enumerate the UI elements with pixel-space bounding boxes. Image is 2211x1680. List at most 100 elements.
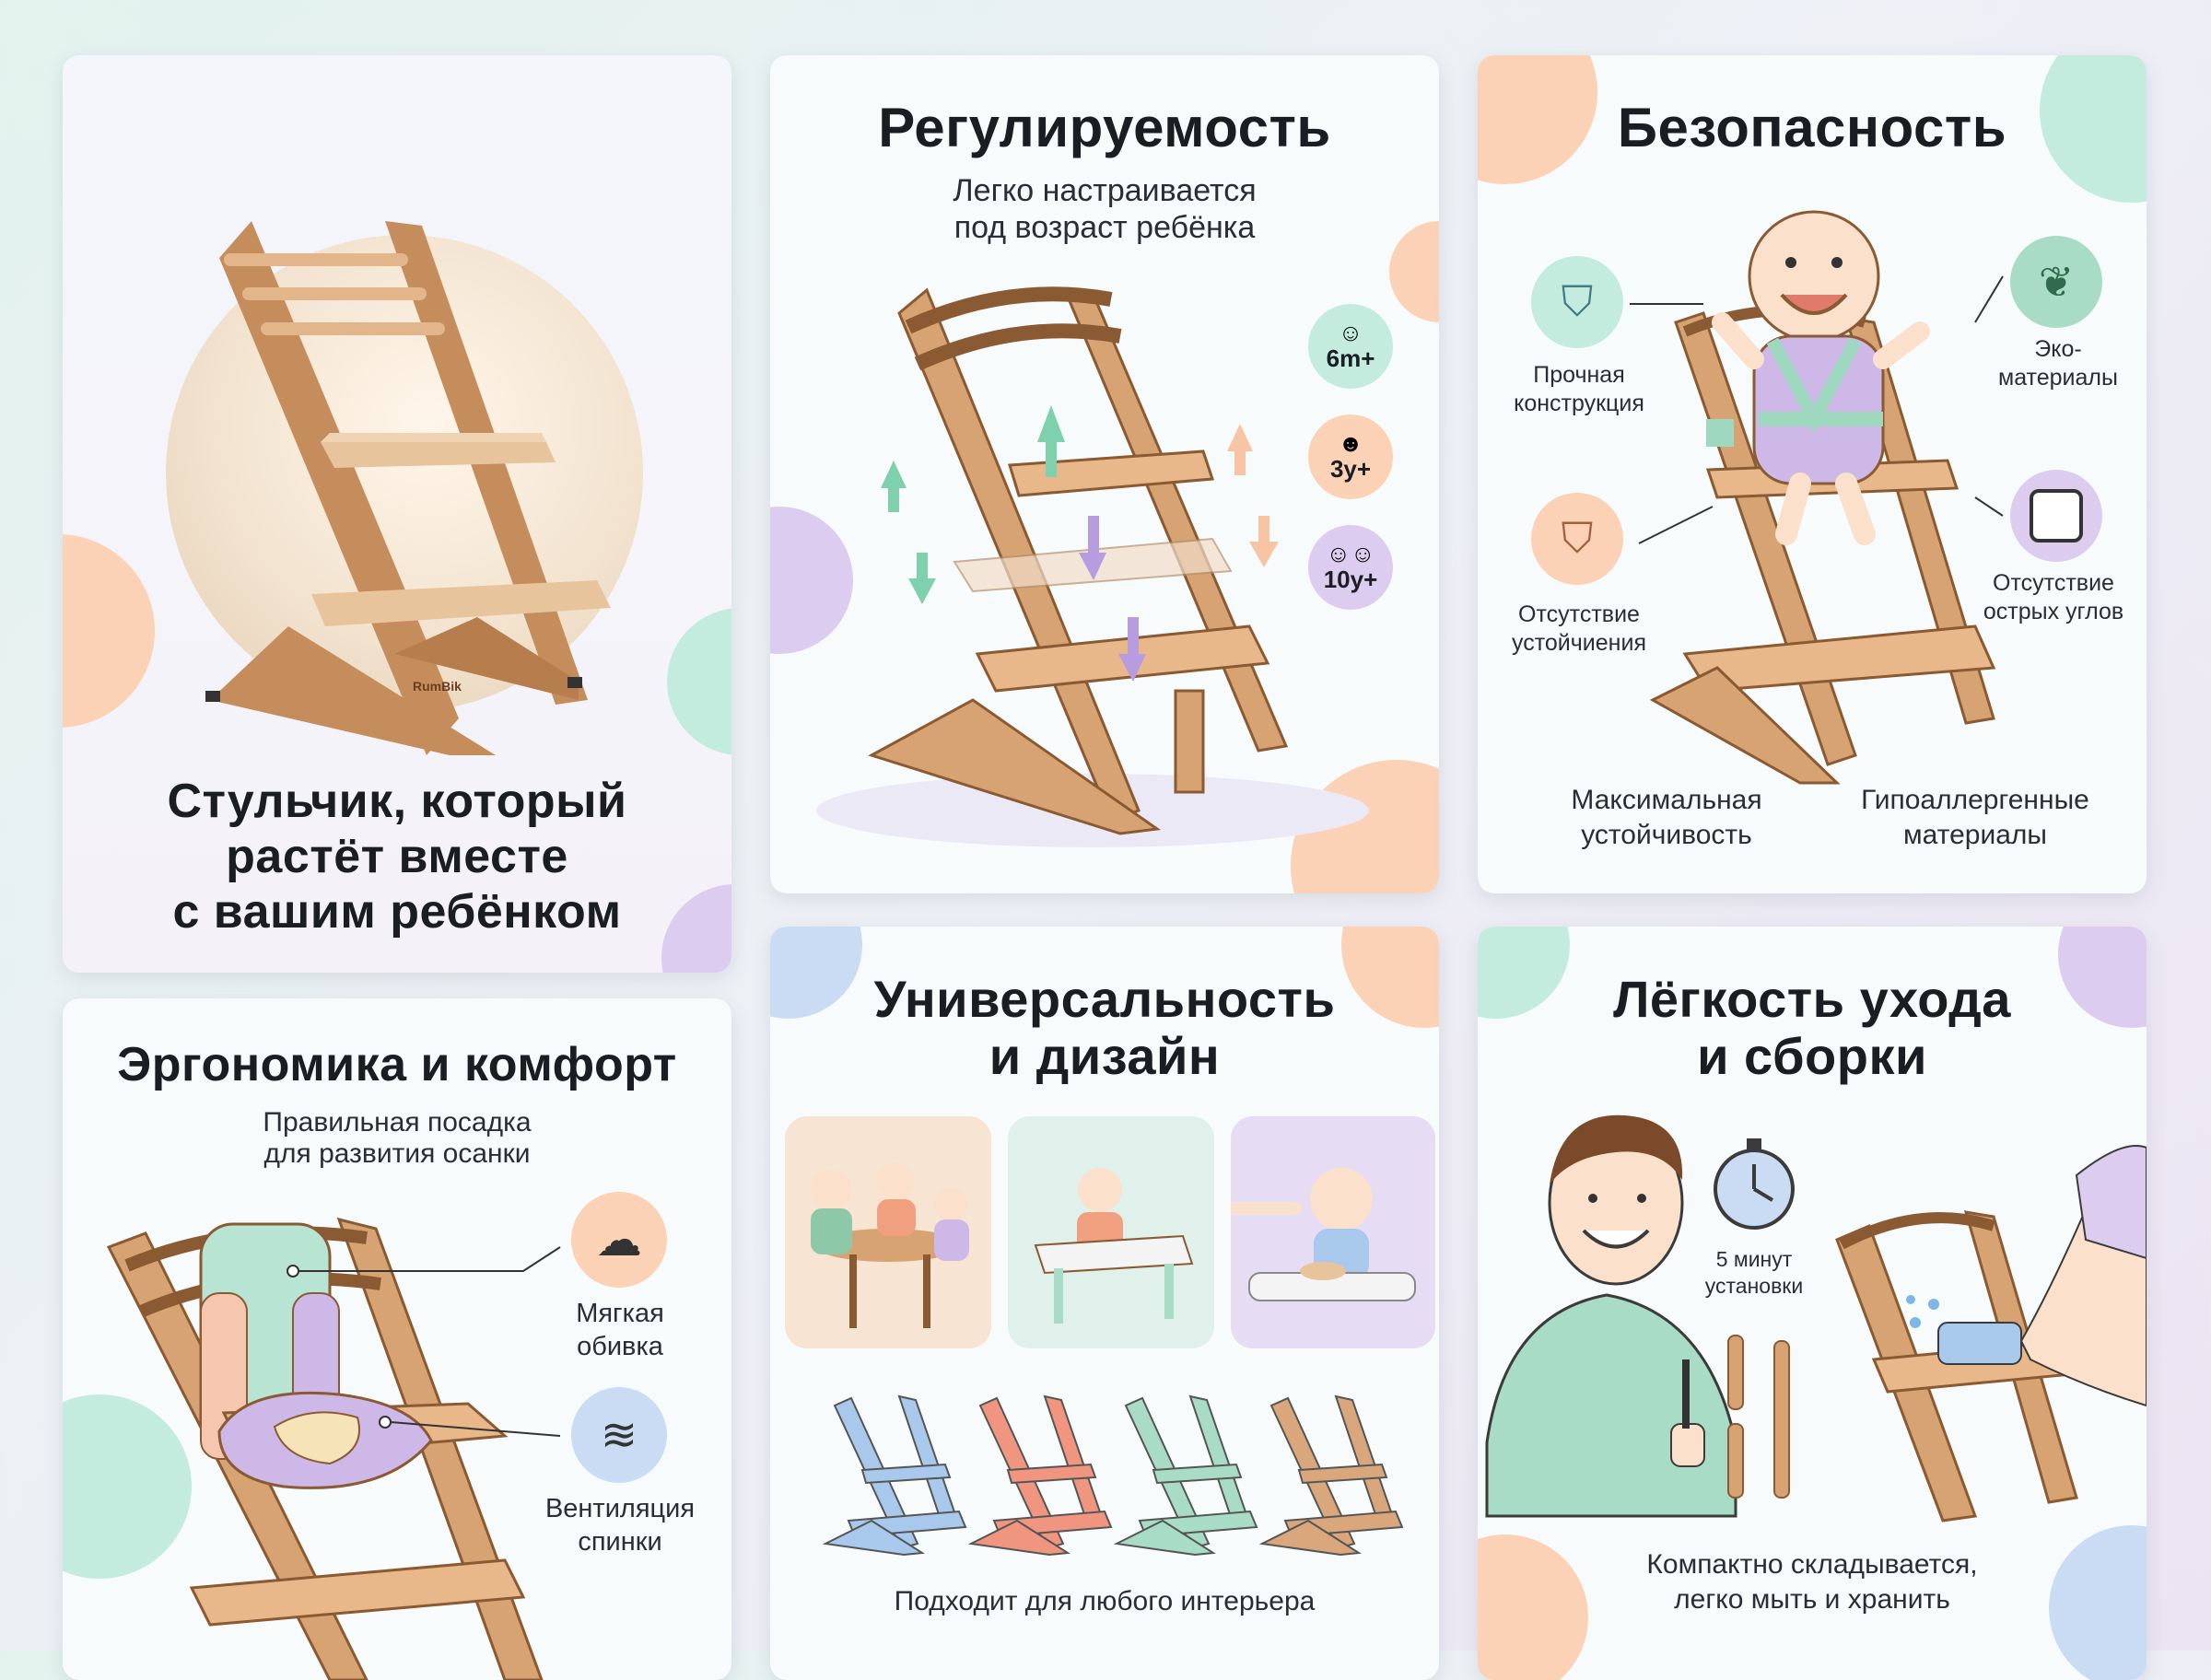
chair-part	[897, 1394, 961, 1530]
feature-badge-ventilation: ≋	[571, 1387, 667, 1483]
card6-title-line1: Лёгкость ухода	[1613, 970, 2011, 1028]
feature-label-sturdy: Прочная конструкция	[1496, 361, 1662, 419]
feature-label-eco-line1: Эко-	[2034, 336, 2082, 362]
card1-title-line1: Стульчик, который	[167, 775, 627, 828]
age-label-10y: 10y+	[1323, 565, 1378, 593]
wooden-chair-illustration: RumBik	[205, 221, 611, 755]
card6-title-line2: и сборки	[1697, 1027, 1927, 1085]
card4-title: Эргономика и комфорт	[117, 1038, 677, 1091]
feature-label-soft-line1: Мягкая	[576, 1299, 664, 1328]
feature-label-soft-line2: обивка	[577, 1332, 663, 1362]
card-adjustability: Регулируемость Легко настраивается под в…	[770, 55, 1439, 893]
feature-label-eco-line2: материалы	[1998, 365, 2118, 391]
feature-label-sturdy-line1: Прочная	[1533, 362, 1625, 388]
card2-subtitle-line2: под возраст ребёнка	[953, 210, 1256, 245]
card1-title-line3: с вашим ребёнком	[172, 885, 622, 939]
card-easy-care: Лёгкость ухода и сборки 5 минут установк…	[1478, 927, 2147, 1680]
chair-part	[1043, 1394, 1106, 1530]
chair-part	[967, 1519, 1070, 1557]
shield-check-icon: ⛉	[1561, 514, 1594, 562]
feature-label-corners: Отсутствие острых углов	[1957, 569, 2147, 627]
scene-child-drawing	[1008, 1116, 1214, 1348]
bottom-label-hypo-line1: Гипоаллергенные	[1861, 785, 2089, 815]
color-variant-chair	[1113, 1394, 1258, 1557]
card5-caption: Подходит для любого интерьера	[894, 1586, 1316, 1616]
baby-icon: ☺	[1338, 318, 1363, 346]
card6-caption-line2: легко мыть и хранить	[1674, 1583, 1950, 1615]
age-badge-3y: ☻ 3y+	[1308, 414, 1393, 499]
rounded-corner-icon	[2030, 489, 2083, 542]
shield-check-icon: ⛉	[1561, 277, 1594, 325]
child-icon: ☻	[1338, 428, 1363, 457]
feature-label-vent-line1: Вентиляция	[544, 1494, 696, 1523]
feature-badge-stability: ⛉	[1531, 493, 1623, 585]
card6-caption: Компактно складывается, легко мыть и хра…	[1478, 1547, 2147, 1616]
brand-label: RumBik	[413, 679, 462, 694]
child-drawing-illustration	[1034, 1168, 1194, 1324]
chair-part	[822, 1519, 925, 1557]
chair-part	[1258, 1519, 1362, 1557]
leaf-icon: ❦	[2038, 258, 2075, 306]
feature-label-soft: Мягкая обивка	[542, 1297, 698, 1364]
timer-label-line2: установки	[1704, 1273, 1804, 1298]
card5-title-line1: Универсальность	[873, 970, 1336, 1028]
color-variant-chair	[1258, 1394, 1404, 1557]
bottom-label-hypo-line2: материалы	[1903, 819, 2047, 850]
chair-part	[860, 1463, 952, 1485]
card2-title: Регулируемость	[878, 97, 1331, 158]
feature-label-sturdy-line2: конструкция	[1514, 391, 1644, 417]
card4-subtitle-line2: для развития осанки	[263, 1138, 531, 1169]
bottom-label-stability-line1: Максимальная	[1571, 785, 1762, 815]
adjustable-chair-illustration	[816, 286, 1369, 847]
timer-label: 5 минут установки	[1680, 1246, 1828, 1300]
feature-badge-corners	[2010, 470, 2102, 562]
feature-label-stability: Отсутствие устойчиения	[1496, 601, 1662, 659]
color-variant-chair	[822, 1394, 967, 1557]
feature-label-stability-line1: Отсутствие	[1518, 601, 1640, 627]
card-safety: Безопасность ⛉ Прочная конструкция ❦ Эко…	[1478, 55, 2147, 893]
card-ergonomics: Эргономика и комфорт Правильная посадка …	[63, 998, 731, 1680]
chair-part	[1334, 1394, 1398, 1530]
chair-part	[1006, 1463, 1097, 1485]
chair-part	[1113, 1519, 1216, 1557]
card2-subtitle-line1: Легко настраивается	[953, 173, 1257, 208]
age-badge-6m: ☺ 6m+	[1308, 304, 1393, 389]
card6-caption-line1: Компактно складывается,	[1646, 1549, 1978, 1580]
bottom-label-stability-line2: устойчивость	[1581, 819, 1752, 850]
card4-subtitle-line1: Правильная посадка	[263, 1107, 532, 1138]
color-variant-chair	[967, 1394, 1113, 1557]
feature-label-vent-line2: спинки	[578, 1527, 662, 1558]
age-label-6m: 6m+	[1326, 344, 1375, 372]
cloud-icon: ☁	[596, 1214, 642, 1266]
scene-family-dinner	[785, 1116, 991, 1348]
card-versatility: Универсальность и дизайн Подходит для лю…	[770, 927, 1439, 1680]
age-badge-10y: ☺☺ 10y+	[1308, 525, 1393, 610]
color-variants-chairs	[822, 1394, 1404, 1557]
feature-badge-sturdy: ⛉	[1531, 256, 1623, 348]
feature-label-stability-line2: устойчиения	[1512, 630, 1646, 657]
cushioned-chair-illustration	[106, 1217, 561, 1680]
safety-chair-illustration	[1630, 210, 2004, 785]
chair-part	[1297, 1463, 1388, 1485]
scene-baby-feeding	[1231, 1116, 1435, 1348]
chair-part	[1152, 1463, 1243, 1485]
baby-feeding-illustration	[1231, 1168, 1416, 1301]
family-dinner-illustration	[811, 1162, 969, 1328]
card5-title-line2: и дизайн	[989, 1027, 1221, 1085]
assembly-illustration	[1485, 1114, 2147, 1522]
feature-badge-soft: ☁	[571, 1192, 667, 1288]
feature-label-corners-line2: острых углов	[1983, 599, 2124, 625]
wind-icon: ≋	[600, 1411, 638, 1460]
card-growing-chair: RumBik Стульчик, который растёт вместе с…	[63, 55, 731, 973]
kids-icon: ☺☺	[1326, 539, 1375, 567]
feature-label-eco: Эко- материалы	[1975, 335, 2141, 393]
feature-badge-eco: ❦	[2010, 236, 2102, 328]
age-label-3y: 3y+	[1329, 454, 1372, 483]
card1-title-line2: растёт вместе	[226, 830, 568, 883]
feature-label-ventilation: Вентиляция спинки	[523, 1492, 717, 1559]
timer-label-line1: 5 минут	[1715, 1247, 1793, 1271]
feature-label-corners-line1: Отсутствие	[1993, 570, 2114, 596]
chair-part	[1188, 1394, 1252, 1530]
bottom-label-stability: Максимальная устойчивость	[1533, 783, 1800, 852]
bottom-label-hypoallergenic: Гипоаллергенные материалы	[1832, 783, 2118, 852]
